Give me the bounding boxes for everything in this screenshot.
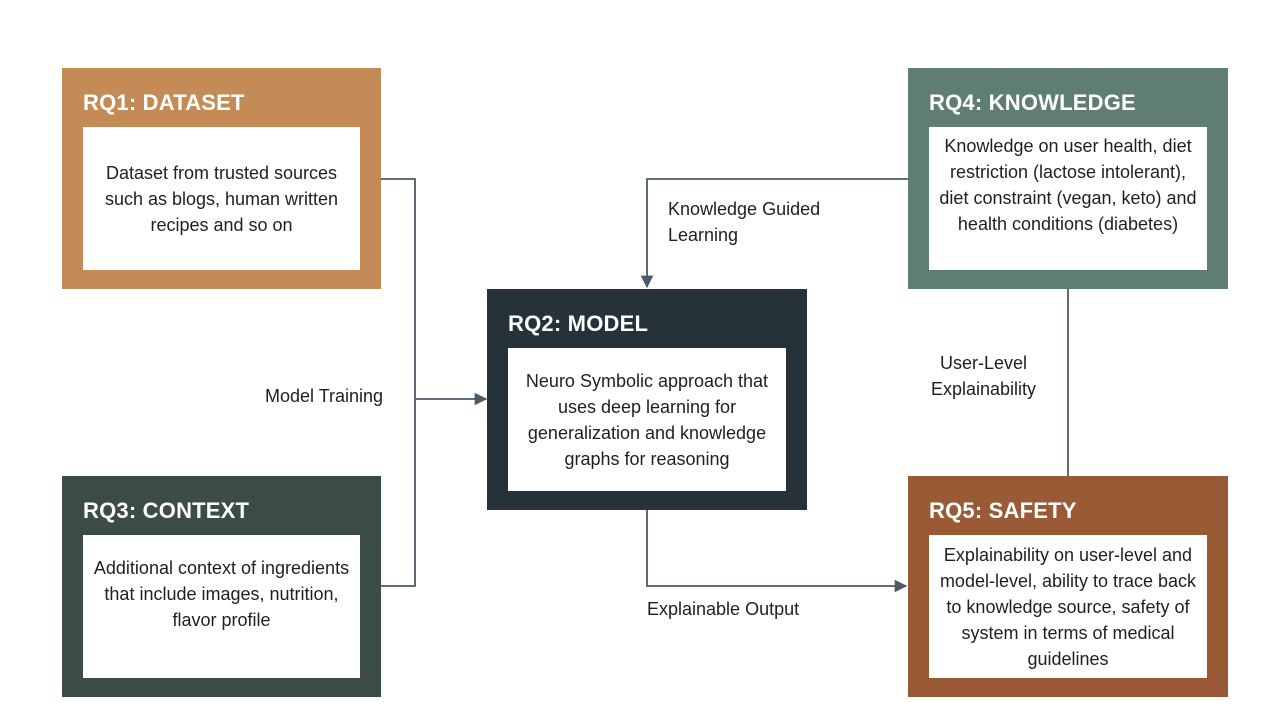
- rq5-body: Explainability on user-level and model-l…: [929, 535, 1207, 678]
- rq3-context-box: RQ3: CONTEXT Additional context of ingre…: [62, 476, 381, 697]
- rq2-title: RQ2: MODEL: [508, 311, 649, 336]
- explainable-output-arrow: [646, 510, 908, 593]
- rq5-title: RQ5: SAFETY: [929, 498, 1077, 523]
- knowledge-guided-arrow: [640, 178, 908, 289]
- user-level-line2: Explainability: [931, 379, 1037, 399]
- user-level-line1: User-Level: [940, 353, 1028, 373]
- rq1-title: RQ1: DATASET: [83, 90, 245, 115]
- knowledge-guided-line2: Learning: [668, 225, 739, 245]
- rq4-body: Knowledge on user health, diet restricti…: [929, 127, 1207, 270]
- rq4-title: RQ4: KNOWLEDGE: [929, 90, 1136, 115]
- explainable-output-label: Explainable Output: [647, 599, 800, 619]
- rq4-knowledge-box: RQ4: KNOWLEDGE Knowledge on user health,…: [908, 68, 1228, 289]
- rq3-body: Additional context of ingredients that i…: [83, 535, 360, 678]
- rq1-dataset-box: RQ1: DATASET Dataset from trusted source…: [62, 68, 381, 289]
- rq5-safety-box: RQ5: SAFETY Explainability on user-level…: [908, 476, 1228, 697]
- rq3-title: RQ3: CONTEXT: [83, 498, 250, 523]
- rq1-body: Dataset from trusted sources such as blo…: [83, 127, 360, 270]
- knowledge-guided-line1: Knowledge Guided: [668, 199, 821, 219]
- model-training-label: Model Training: [265, 386, 384, 406]
- user-level-explainability-label: User-Level Explainability: [931, 350, 1036, 402]
- knowledge-guided-learning-label: Knowledge Guided Learning: [668, 196, 820, 248]
- rq2-model-box: RQ2: MODEL Neuro Symbolic approach that …: [487, 289, 807, 510]
- rq2-body: Neuro Symbolic approach that uses deep l…: [508, 348, 786, 491]
- rq1-to-bus-line: [381, 178, 416, 587]
